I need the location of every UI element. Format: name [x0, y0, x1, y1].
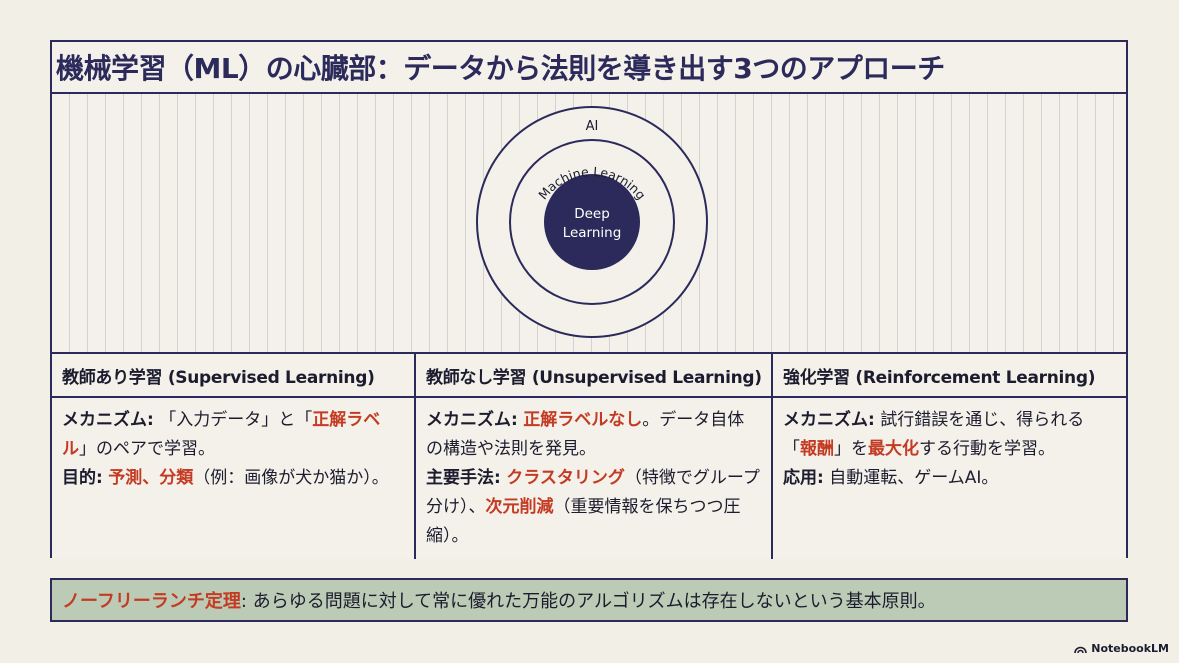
reinforcement-column: 強化学習 (Reinforcement Learning) メカニズム: 試行錯… [773, 354, 1126, 559]
unsupervised-mechanism: メカニズム: 正解ラベルなし。データ自体の構造や法則を発見。 [426, 410, 745, 459]
ai-ml-dl-diagram: AI Machine Learning Deep Learning [476, 106, 708, 338]
dl-core [544, 174, 640, 270]
no-free-lunch-note: ノーフリーランチ定理: あらゆる問題に対して常に優れた万能のアルゴリズムは存在し… [50, 578, 1128, 622]
supervised-purpose: 目的: 予測、分類（例：画像が犬か猫か）。 [62, 468, 389, 488]
footer-highlight: ノーフリーランチ定理 [62, 591, 241, 612]
page-title: 機械学習（ML）の心臓部：データから法則を導き出す3つのアプローチ [52, 42, 1126, 94]
supervised-body: メカニズム: 「入力データ」と「正解ラベル」のペアで学習。 目的: 予測、分類（… [52, 398, 414, 501]
supervised-heading: 教師あり学習 (Supervised Learning) [52, 354, 414, 398]
dl-label-line1: Deep [574, 206, 610, 222]
notebooklm-brand: NotebookLM [1074, 642, 1169, 655]
notebooklm-logo-icon [1074, 646, 1088, 653]
supervised-mechanism: メカニズム: 「入力データ」と「正解ラベル」のペアで学習。 [62, 410, 381, 459]
ai-label: AI [586, 119, 599, 134]
brand-label: NotebookLM [1091, 642, 1169, 655]
dl-label-line2: Learning [563, 225, 622, 241]
footer-text: : あらゆる問題に対して常に優れた万能のアルゴリズムは存在しないという基本原則。 [240, 591, 936, 612]
unsupervised-methods: 主要手法: クラスタリング（特徴でグループ分け）、次元削減（重要情報を保ちつつ圧… [426, 468, 760, 546]
learning-types: 教師あり学習 (Supervised Learning) メカニズム: 「入力デ… [52, 352, 1126, 559]
unsupervised-heading: 教師なし学習 (Unsupervised Learning) [416, 354, 771, 398]
unsupervised-column: 教師なし学習 (Unsupervised Learning) メカニズム: 正解… [416, 354, 773, 559]
main-frame: 機械学習（ML）の心臓部：データから法則を導き出す3つのアプローチ AI Mac… [50, 40, 1128, 559]
supervised-column: 教師あり学習 (Supervised Learning) メカニズム: 「入力デ… [52, 354, 416, 559]
reinforcement-application: 応用: 自動運転、ゲームAI。 [783, 468, 999, 488]
reinforcement-mechanism: メカニズム: 試行錯誤を通じ、得られる「報酬」を最大化する行動を学習。 [783, 410, 1085, 459]
unsupervised-body: メカニズム: 正解ラベルなし。データ自体の構造や法則を発見。 主要手法: クラス… [416, 398, 771, 559]
reinforcement-heading: 強化学習 (Reinforcement Learning) [773, 354, 1126, 398]
reinforcement-body: メカニズム: 試行錯誤を通じ、得られる「報酬」を最大化する行動を学習。 応用: … [773, 398, 1126, 501]
